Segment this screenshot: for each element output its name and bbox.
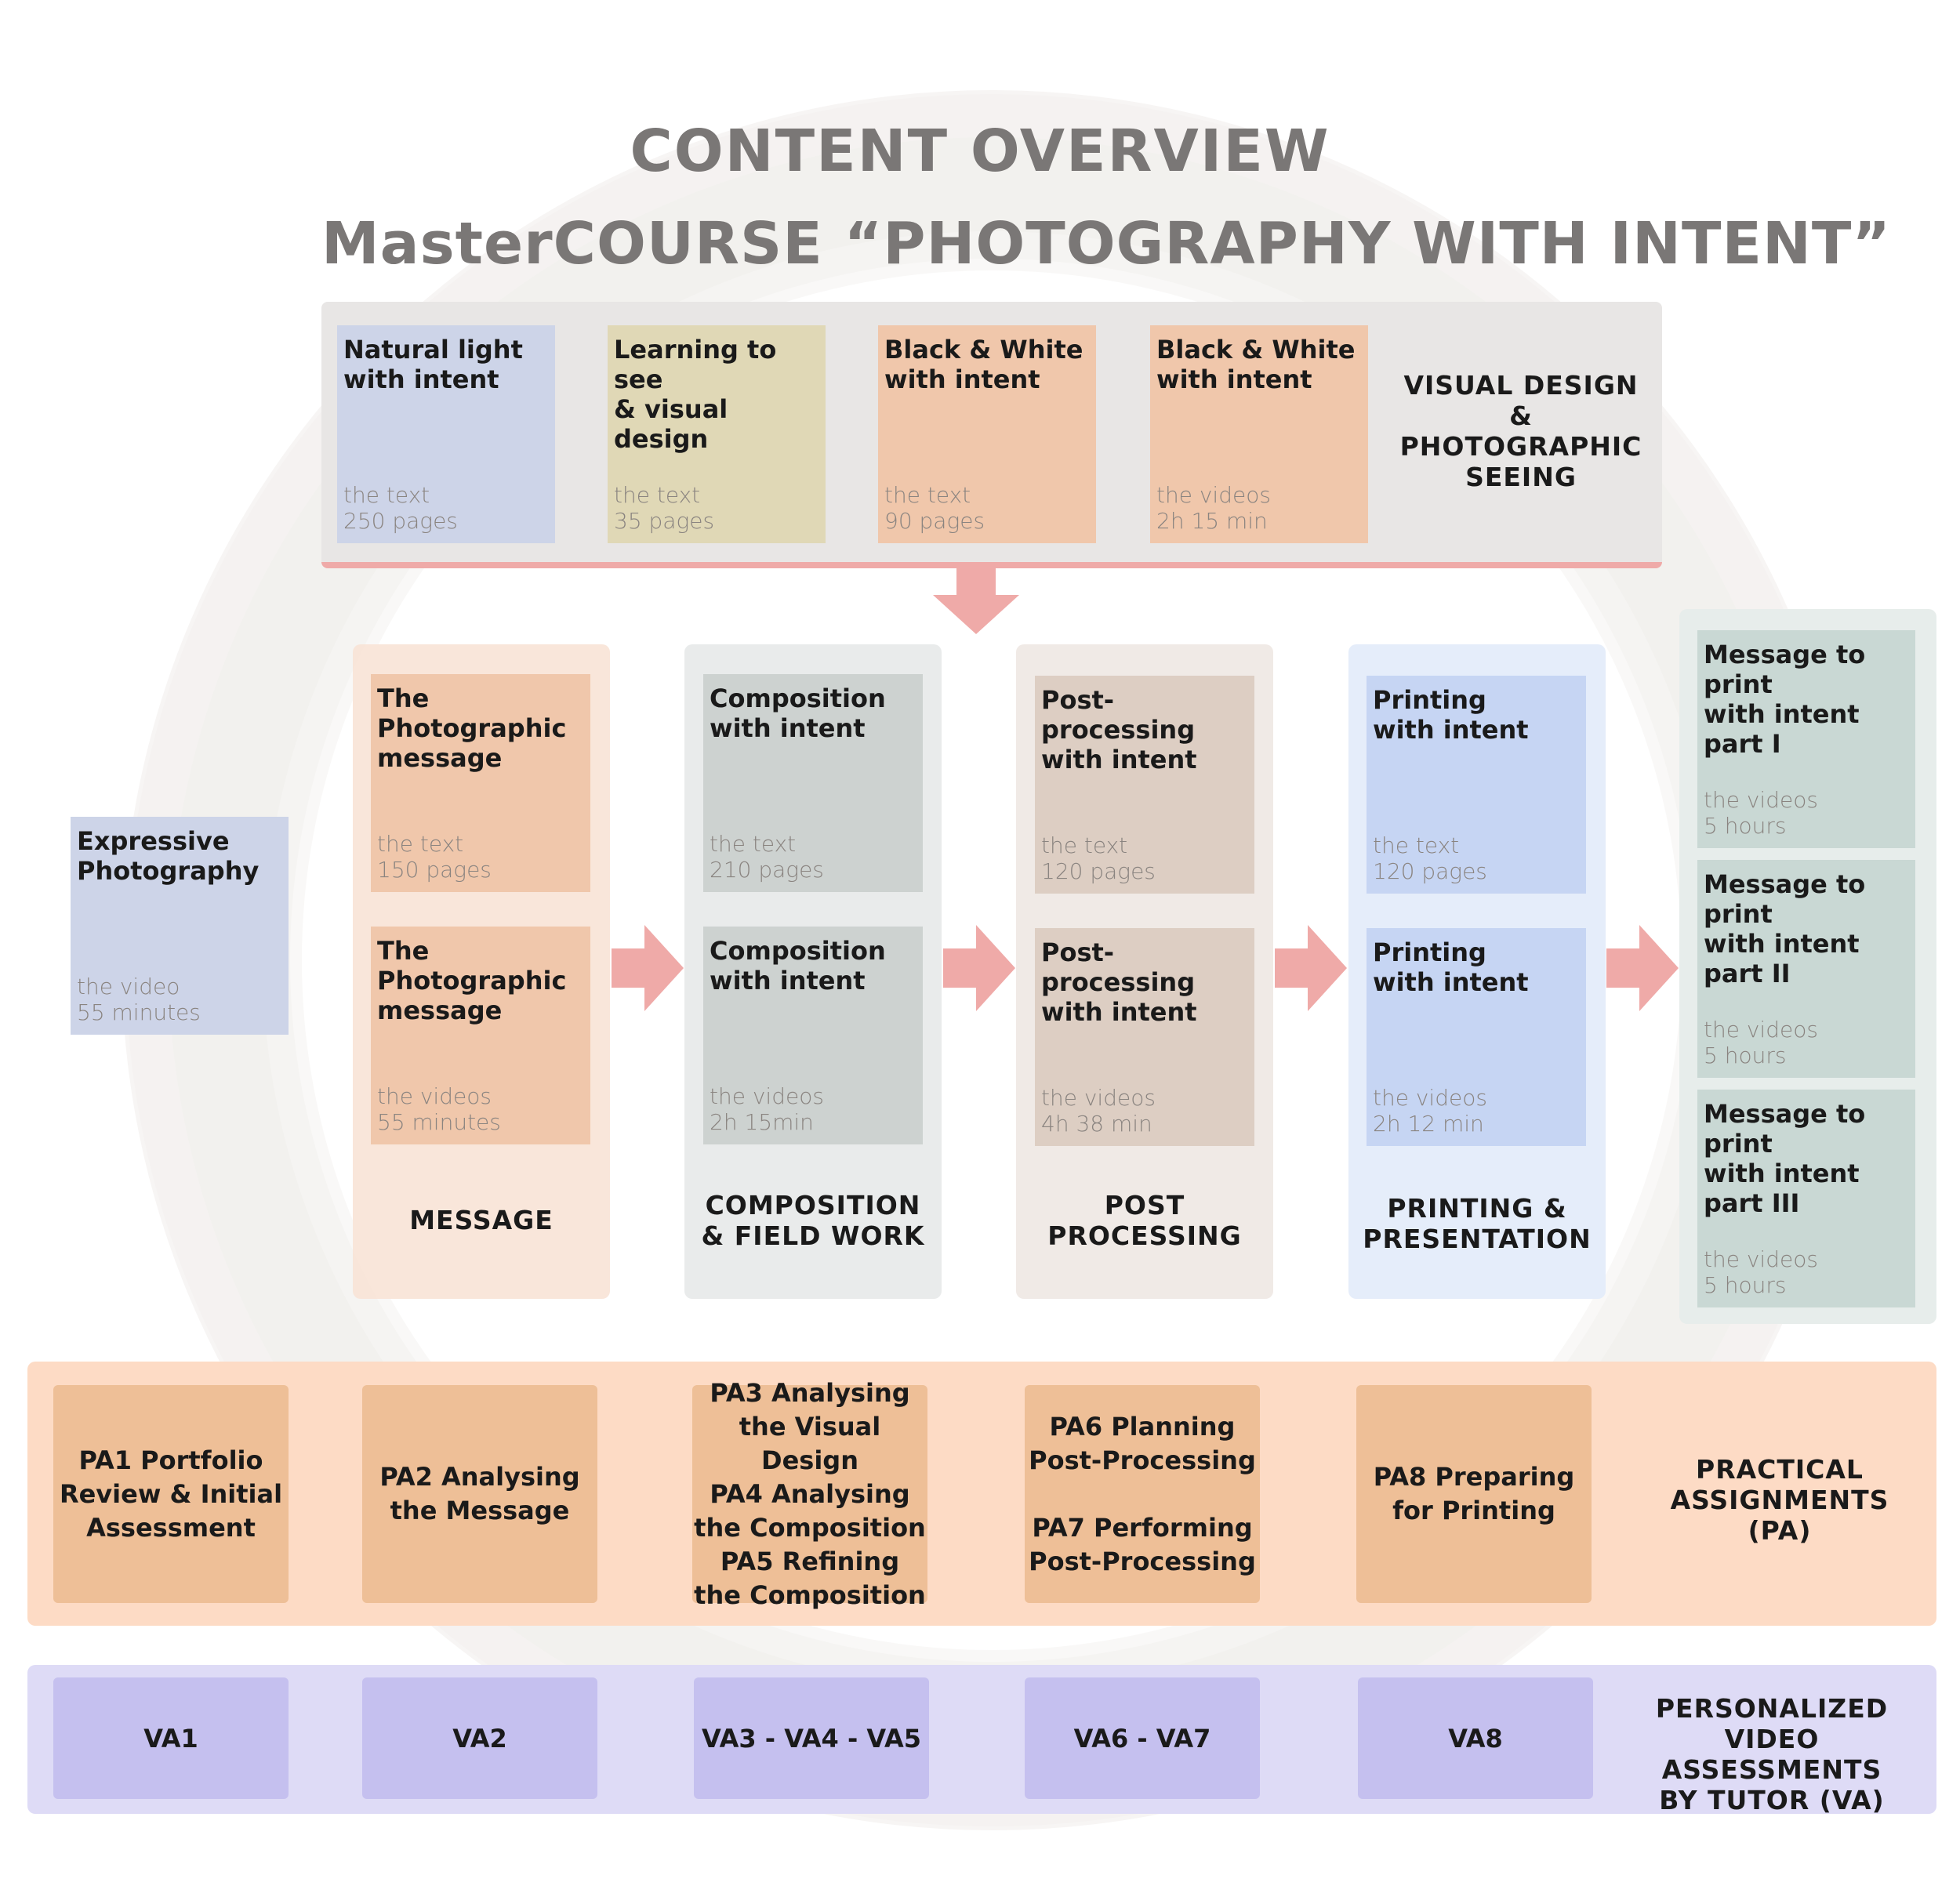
va-box-2[interactable]: VA2: [362, 1677, 597, 1799]
card-title: Expressive Photography: [77, 826, 260, 886]
card-title: Message to print with intent part II: [1704, 869, 1866, 988]
practical-assignments-panel: [27, 1362, 1936, 1626]
card-title: Post-processing with intent: [1041, 685, 1197, 774]
card-title: Composition with intent: [710, 936, 886, 996]
card-title: The Photographic message: [377, 684, 567, 773]
card-title: Learning to see & visual design: [614, 335, 777, 454]
card-title: Natural light with intent: [343, 335, 523, 394]
card-title: Post-processing with intent: [1041, 937, 1197, 1027]
stage-label-post-processing: POST PROCESSING: [1047, 1190, 1242, 1251]
video-assessments-label: PERSONALIZED VIDEO ASSESSMENTS BY TUTOR …: [1655, 1693, 1889, 1815]
card-title: Black & White with intent: [884, 335, 1083, 394]
right-arrow-icon: [1275, 925, 1347, 1011]
pa-box-2[interactable]: PA2 Analysing the Message: [362, 1385, 597, 1603]
stage-label-message: MESSAGE: [409, 1205, 554, 1235]
right-arrow-icon: [612, 925, 684, 1011]
pa-box-3-5[interactable]: PA3 Analysing the Visual Design PA4 Anal…: [692, 1378, 927, 1610]
va-box-8[interactable]: VA8: [1358, 1677, 1593, 1799]
down-arrow-icon: [933, 562, 1019, 634]
top-card-learning-to-see[interactable]: Learning to see & visual design the text…: [608, 325, 826, 543]
video-assessments-panel: [27, 1665, 1936, 1814]
card-title: The Photographic message: [377, 936, 567, 1025]
stage-label-composition: COMPOSITION & FIELD WORK: [701, 1190, 925, 1251]
card-title: Printing with intent: [1373, 937, 1529, 997]
card-title: Message to print with intent part I: [1704, 640, 1866, 759]
pa-box-1[interactable]: PA1 Portfolio Review & Initial Assessmen…: [53, 1385, 289, 1603]
card-title: Printing with intent: [1373, 685, 1529, 745]
page-subtitle: MasterCOURSE “PHOTOGRAPHY WITH INTENT”: [321, 210, 1892, 277]
pa-box-8[interactable]: PA8 Preparing for Printing: [1356, 1385, 1592, 1603]
pa-box-6-7[interactable]: PA6 Planning Post-Processing PA7 Perform…: [1025, 1385, 1260, 1603]
stage-label-printing: PRINTING & PRESENTATION: [1363, 1193, 1592, 1254]
va-box-1[interactable]: VA1: [53, 1677, 289, 1799]
va-box-3-5[interactable]: VA3 - VA4 - VA5: [694, 1677, 929, 1799]
card-title: Black & White with intent: [1156, 335, 1356, 394]
practical-assignments-label: PRACTICAL ASSIGNMENTS (PA): [1670, 1454, 1889, 1546]
right-arrow-icon: [943, 925, 1015, 1011]
va-box-6-7[interactable]: VA6 - VA7: [1025, 1677, 1260, 1799]
card-title: Composition with intent: [710, 684, 886, 743]
page-title: CONTENT OVERVIEW: [630, 118, 1330, 185]
card-title: Message to print with intent part III: [1704, 1099, 1866, 1218]
card-message-to-print-part-1[interactable]: Message to print with intent part I the …: [1697, 630, 1915, 848]
right-arrow-icon: [1606, 925, 1679, 1011]
card-message-to-print-part-3[interactable]: Message to print with intent part III th…: [1697, 1090, 1915, 1307]
card-message-to-print-part-2[interactable]: Message to print with intent part II the…: [1697, 860, 1915, 1078]
visual-design-label: VISUAL DESIGN & PHOTOGRAPHIC SEEING: [1399, 370, 1642, 492]
